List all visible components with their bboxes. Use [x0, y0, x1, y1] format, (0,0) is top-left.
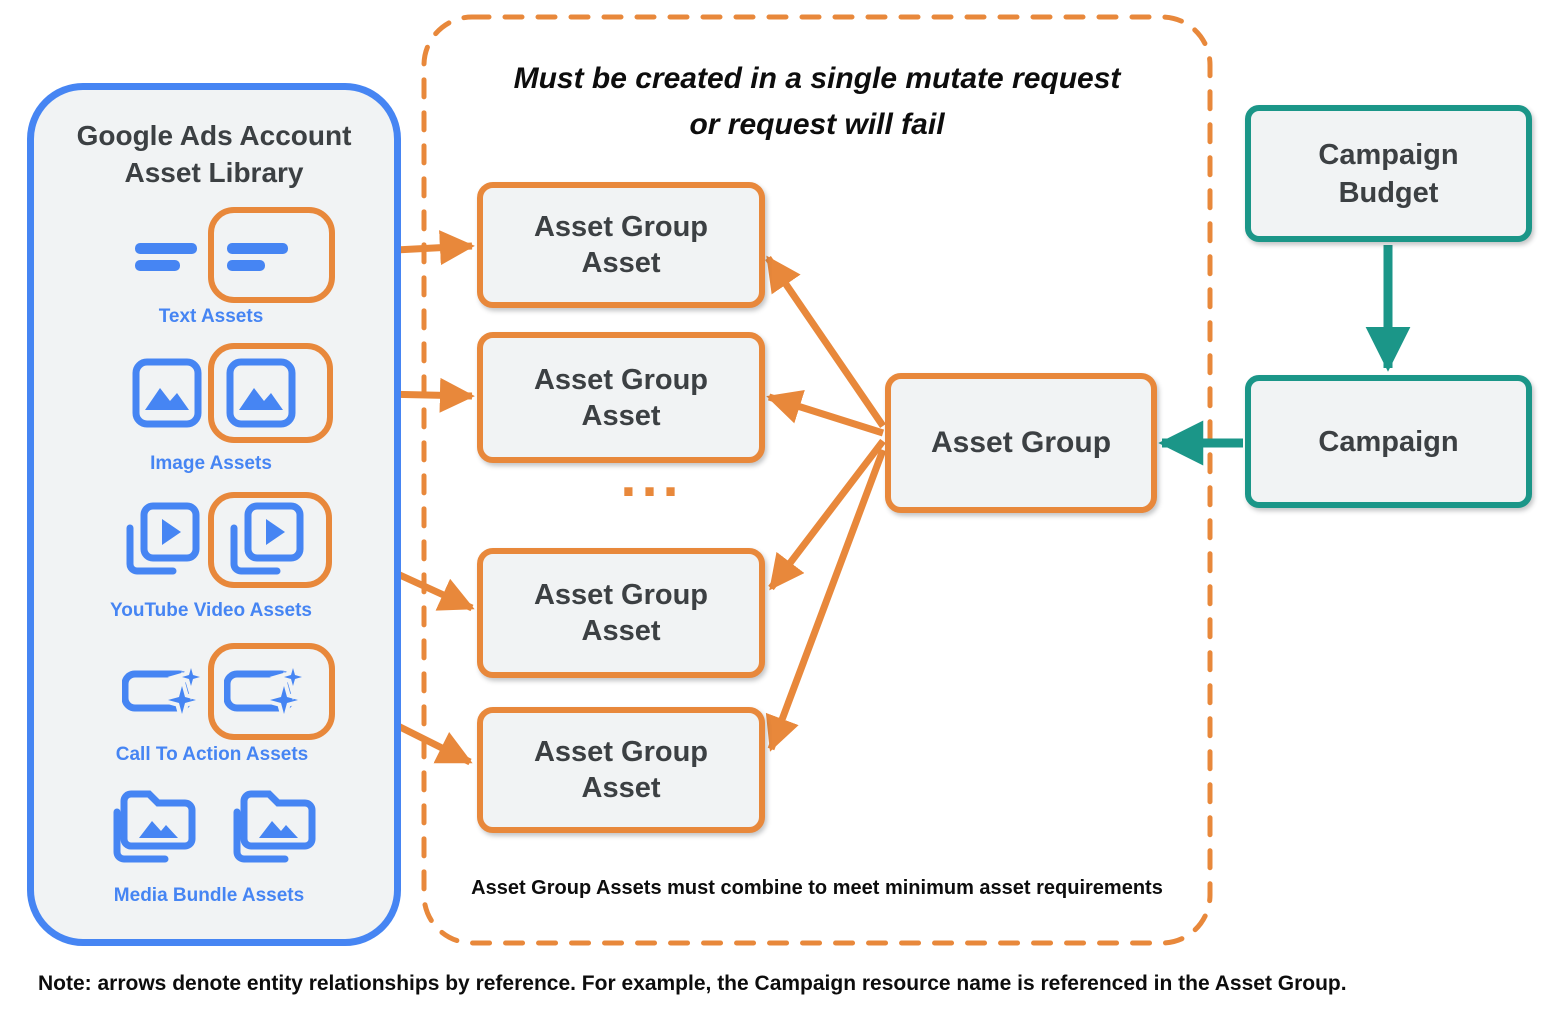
mutate-title: Must be created in a single mutate reque… [437, 56, 1197, 148]
aga4-line1: Asset Group [533, 736, 709, 768]
selection-box-text-asset [208, 207, 335, 303]
asset-library-title-line1: Google Ads Account [76, 120, 352, 151]
aga1-line2: Asset [581, 247, 661, 279]
call-to-action-icon [224, 662, 308, 714]
aga3-line1: Asset Group [533, 579, 709, 611]
text-lines-icon [135, 243, 197, 271]
campaign-budget-line1: Campaign [1318, 138, 1459, 171]
media-bundle-icon [225, 786, 320, 870]
reference-note: Note: arrows denote entity relationships… [38, 972, 1347, 995]
asset-library-title: Google Ads Account Asset Library [47, 117, 381, 191]
text-lines-icon [227, 243, 289, 271]
asset-library-title-line2: Asset Library [124, 157, 304, 188]
aga4-line2: Asset [581, 772, 661, 804]
campaign-budget-line2: Budget [1338, 176, 1439, 209]
text-assets-label: Text Assets [158, 306, 264, 327]
media-bundle-icon [105, 786, 200, 870]
image-assets-label: Image Assets [150, 453, 272, 474]
video-library-icon [118, 500, 200, 582]
aga1-line1: Asset Group [533, 211, 709, 243]
selection-box-youtube-asset [208, 492, 332, 588]
aga2-line2: Asset [581, 399, 661, 432]
image-icon [226, 358, 296, 428]
call-to-action-assets-label: Call To Action Assets [115, 744, 309, 765]
mutate-title-line2: or request will fail [689, 108, 945, 141]
arrow-asset-group-to-aga2 [766, 389, 885, 437]
aga2-line1: Asset Group [533, 363, 709, 396]
arrow-asset-group-to-aga1 [765, 255, 886, 428]
call-to-action-icon [122, 662, 206, 714]
campaign-box: Campaign [1245, 375, 1532, 508]
video-library-icon [222, 500, 304, 582]
arrow-asset-group-to-aga4 [765, 448, 887, 752]
mutate-footnote: Asset Group Assets must combine to meet … [471, 877, 1163, 899]
selection-box-cta-asset [208, 643, 335, 740]
youtube-video-assets-label: YouTube Video Assets [109, 600, 312, 621]
media-bundle-assets-label: Media Bundle Assets [113, 885, 305, 906]
campaign-label: Campaign [1318, 425, 1459, 458]
arrow-asset-group-to-aga3 [768, 438, 886, 591]
ellipsis: ... [620, 444, 684, 509]
aga3-line2: Asset [581, 615, 661, 647]
asset-group-label: Asset Group [930, 426, 1112, 459]
selection-box-image-asset [208, 343, 333, 443]
asset-group-box: Asset Group [885, 373, 1157, 513]
image-icon [132, 358, 202, 428]
mutate-title-line1: Must be created in a single mutate reque… [513, 62, 1121, 95]
